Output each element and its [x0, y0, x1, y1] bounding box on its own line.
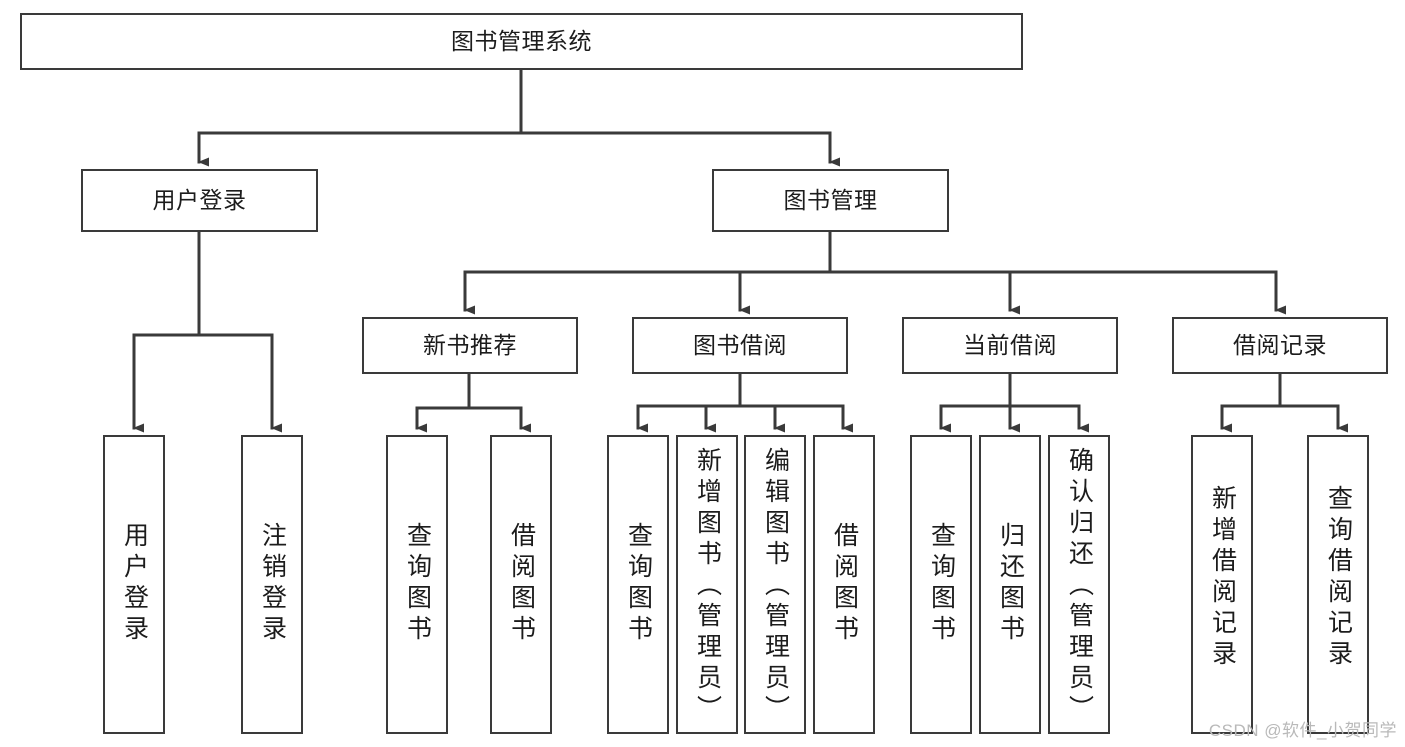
node-leaf-user-login[interactable]: 用户登录 [103, 435, 165, 734]
node-leaf-borrow-book[interactable]: 借阅图书 [813, 435, 875, 734]
node-leaf-return-book[interactable]: 归还图书 [979, 435, 1041, 734]
node-label: 借阅图书 [830, 522, 859, 646]
node-new-book-recommend[interactable]: 新书推荐 [362, 317, 578, 374]
node-label: 查询图书 [624, 522, 653, 646]
node-leaf-query-book-borrow[interactable]: 查询图书 [607, 435, 669, 734]
node-book-management[interactable]: 图书管理 [712, 169, 949, 232]
node-label: 查询图书 [927, 522, 956, 646]
node-label: 图书管理系统 [451, 28, 592, 55]
node-leaf-add-book-admin[interactable]: 新增图书（管理员） [676, 435, 738, 734]
node-label: 借阅记录 [1233, 332, 1327, 359]
node-leaf-logout[interactable]: 注销登录 [241, 435, 303, 734]
node-leaf-confirm-return-admin[interactable]: 确认归还（管理员） [1048, 435, 1110, 734]
node-label: 新增图书（管理员） [693, 447, 722, 726]
node-label: 查询图书 [403, 522, 432, 646]
node-label: 确认归还（管理员） [1065, 447, 1094, 726]
node-label: 查询借阅记录 [1324, 485, 1353, 671]
node-root-system[interactable]: 图书管理系统 [20, 13, 1023, 70]
node-label: 用户登录 [120, 522, 149, 646]
watermark-text: CSDN @软件_小贺同学 [1208, 721, 1397, 740]
node-label: 注销登录 [258, 522, 287, 646]
node-label: 图书管理 [783, 187, 878, 214]
node-label: 新书推荐 [423, 332, 517, 359]
node-label: 新增借阅记录 [1208, 485, 1237, 671]
node-label: 归还图书 [996, 522, 1025, 646]
node-leaf-borrow-book-recommend[interactable]: 借阅图书 [490, 435, 552, 734]
node-user-login[interactable]: 用户登录 [81, 169, 318, 232]
node-book-borrow[interactable]: 图书借阅 [632, 317, 848, 374]
node-leaf-query-borrow-record[interactable]: 查询借阅记录 [1307, 435, 1369, 734]
node-leaf-add-borrow-record[interactable]: 新增借阅记录 [1191, 435, 1253, 734]
node-current-borrow[interactable]: 当前借阅 [902, 317, 1118, 374]
node-label: 当前借阅 [963, 332, 1057, 359]
node-borrow-record[interactable]: 借阅记录 [1172, 317, 1388, 374]
node-label: 借阅图书 [507, 522, 536, 646]
node-label: 图书借阅 [693, 332, 787, 359]
node-label: 用户登录 [152, 187, 247, 214]
node-label: 编辑图书（管理员） [761, 447, 790, 726]
node-leaf-query-book-current[interactable]: 查询图书 [910, 435, 972, 734]
node-leaf-query-book-recommend[interactable]: 查询图书 [386, 435, 448, 734]
node-leaf-edit-book-admin[interactable]: 编辑图书（管理员） [744, 435, 806, 734]
